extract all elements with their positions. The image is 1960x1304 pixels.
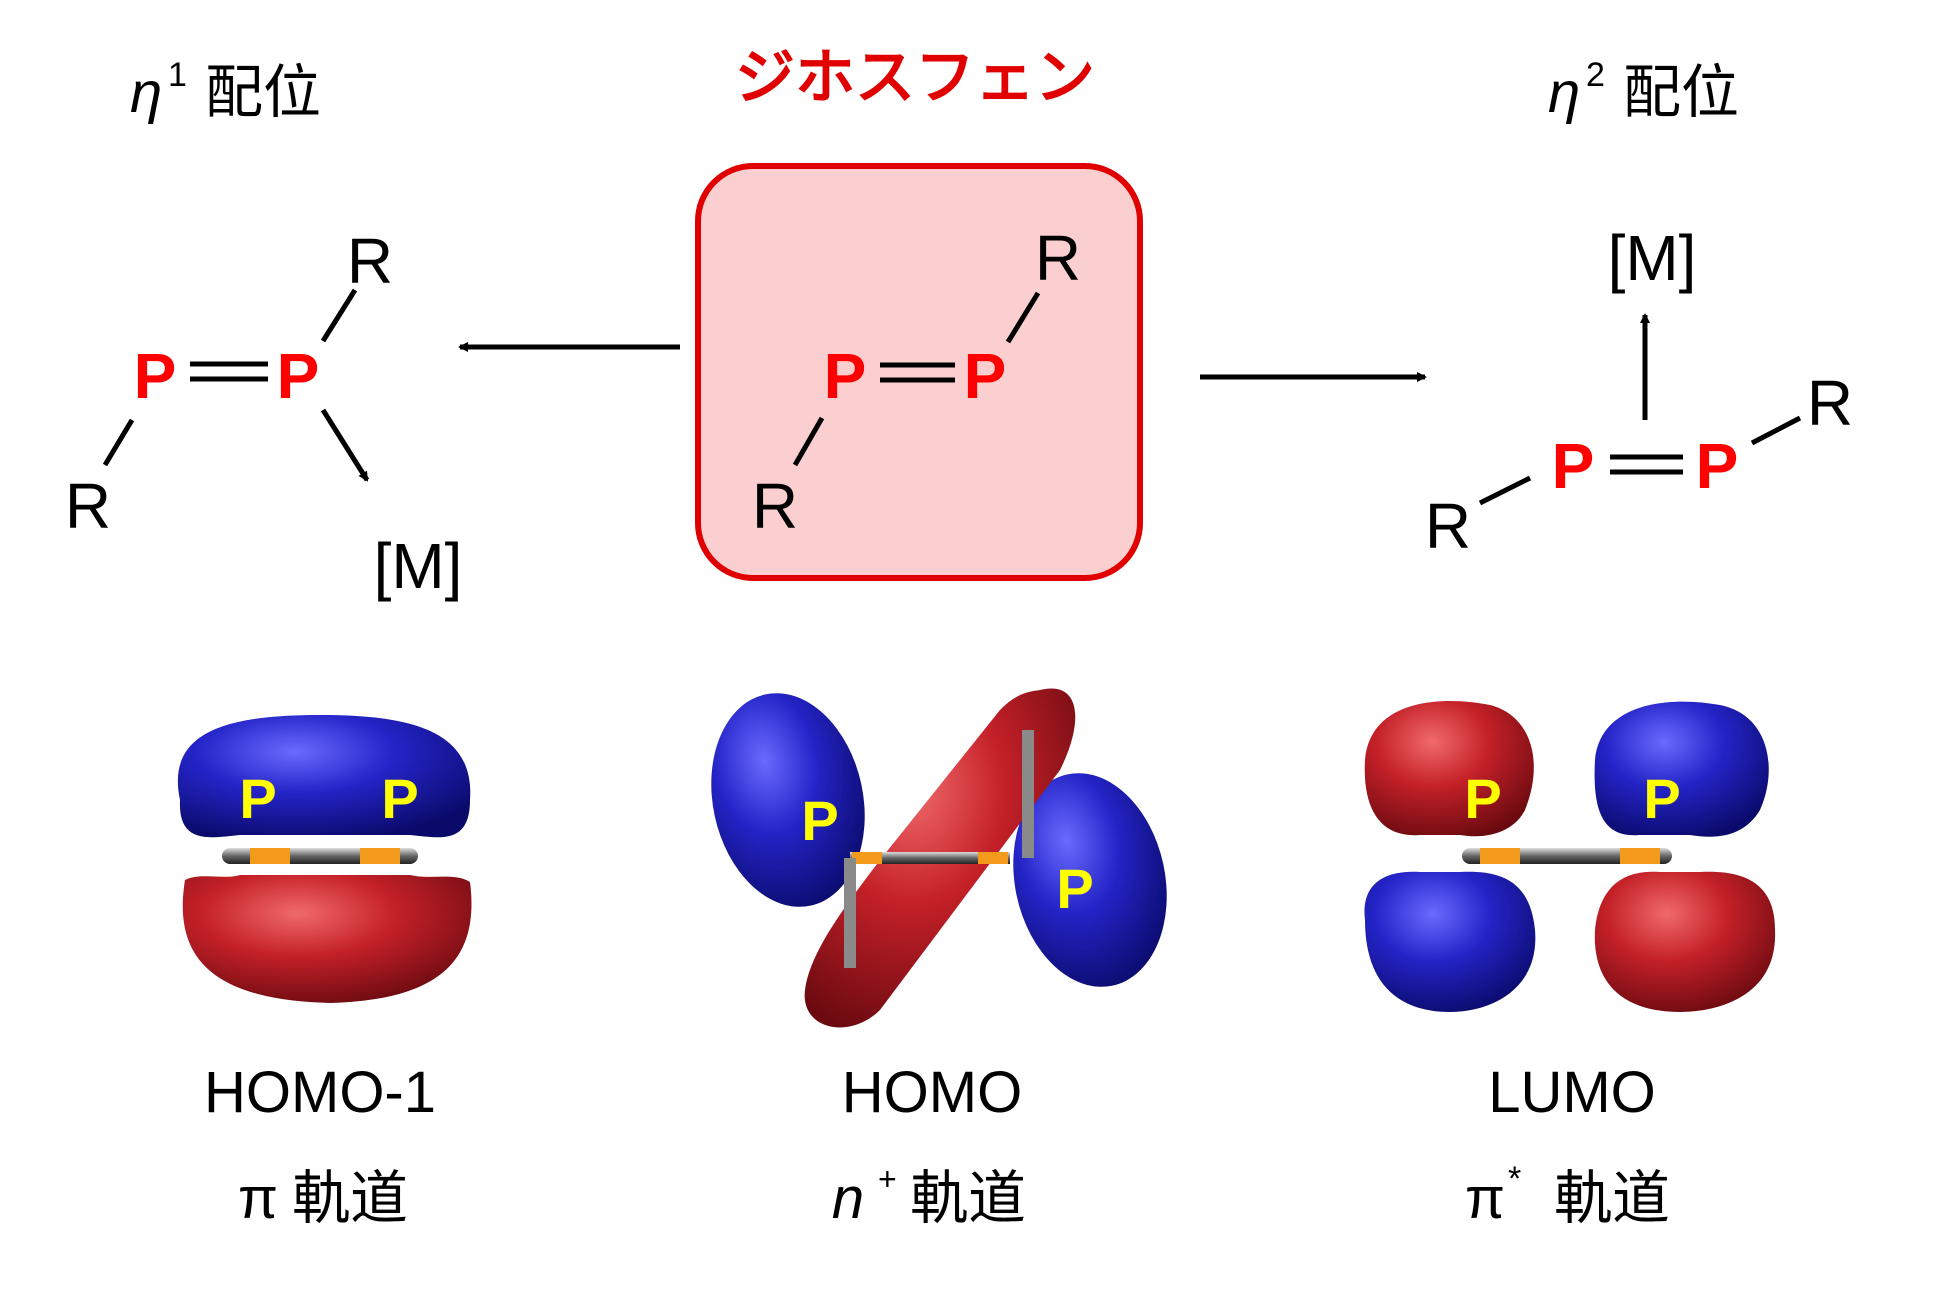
p-atom-right-1: P	[1552, 430, 1595, 502]
orbital-sup-plus: +	[878, 1161, 897, 1197]
homo-p-label-2: P	[1056, 857, 1093, 920]
orbital-name-homo: HOMO	[842, 1060, 1022, 1125]
orbital-type-homo: n + 軌道	[832, 1161, 1026, 1231]
eta1-superscript: 1	[168, 56, 187, 94]
orbital-p-label-1: P	[239, 767, 276, 830]
bond-p-r-bottom	[102, 418, 135, 467]
orbital-homo: P P HOMO n + 軌道	[711, 688, 1167, 1231]
n-lobe-right	[1013, 773, 1167, 987]
r-top-left: R	[347, 225, 393, 297]
p-atom-center-2: P	[964, 340, 1007, 412]
r-bottom-left: R	[65, 470, 111, 542]
orbital-name-homo-1: HOMO-1	[204, 1060, 436, 1125]
eta1-symbol: η	[130, 60, 162, 125]
eta2-superscript: 2	[1586, 56, 1605, 94]
pi-lobe-top	[177, 715, 471, 838]
r-bottom-center: R	[752, 470, 798, 542]
homo-pp-rod	[850, 852, 1010, 864]
r-top-center: R	[1035, 222, 1081, 294]
orbital-type-lumo: π * 軌道	[1465, 1160, 1670, 1231]
highlight-box	[695, 163, 1143, 581]
orbital-word-lumo: 軌道	[1554, 1166, 1670, 1231]
homo-p-label-1: P	[801, 789, 838, 852]
orbital-symbol-pi: π	[238, 1166, 278, 1231]
header-eta1: η 1 配位	[130, 56, 321, 125]
rod-p-segment-1	[250, 848, 290, 864]
diphosphene-box: R P P R	[695, 163, 1143, 581]
eta1-structure: R P P R [M]	[65, 225, 463, 602]
pi-lobe-bottom	[182, 875, 472, 1003]
metal-right: [M]	[1608, 222, 1697, 294]
bond-center-p-r-top	[1005, 291, 1041, 344]
n-lobe-left	[711, 693, 865, 907]
orbital-name-lumo: LUMO	[1488, 1060, 1656, 1125]
metal-left: [M]	[374, 530, 463, 602]
orbital-p-label-2: P	[381, 767, 418, 830]
bond-p-r-top	[320, 288, 358, 343]
bond-center-p-r-bottom	[792, 416, 825, 467]
orbital-homo-minus-1: P P HOMO-1 π 軌道	[177, 715, 472, 1231]
homo-rod-r-right	[1022, 730, 1034, 858]
arrow-p-to-metal	[320, 408, 370, 482]
orbital-word-homo-1: 軌道	[292, 1166, 408, 1231]
p-atom-left-2: P	[277, 340, 320, 412]
lumo-lobe-bottom-left	[1364, 871, 1536, 1012]
r-top-right: R	[1807, 367, 1853, 439]
orbital-word-homo: 軌道	[910, 1166, 1026, 1231]
lumo-lobe-top-right	[1594, 701, 1769, 837]
lumo-p-label-2: P	[1643, 767, 1680, 830]
p-atom-right-2: P	[1696, 430, 1739, 502]
orbital-lumo: P P LUMO π * 軌道	[1364, 700, 1776, 1231]
bond-right-p-r-top	[1750, 415, 1802, 446]
eta1-label: 配位	[205, 60, 321, 125]
eta2-symbol: η	[1548, 60, 1580, 125]
orbital-sup-star: *	[1508, 1160, 1521, 1198]
homo-rod-p-2	[978, 852, 1008, 864]
r-bottom-right: R	[1425, 490, 1471, 562]
homo-rod-r-left	[844, 858, 856, 968]
orbital-symbol-pi-star: π	[1465, 1166, 1505, 1231]
homo-rod-p-1	[852, 852, 882, 864]
lumo-rod-p-2	[1620, 848, 1660, 864]
lumo-p-label-1: P	[1464, 767, 1501, 830]
eta2-label: 配位	[1623, 60, 1739, 125]
lumo-lobe-top-left	[1364, 700, 1534, 837]
p-atom-center-1: P	[824, 340, 867, 412]
header-eta2: η 2 配位	[1548, 56, 1739, 125]
p-atom-left-1: P	[134, 340, 177, 412]
bond-right-p-r-bottom	[1478, 475, 1532, 506]
orbital-type-homo-1: π 軌道	[238, 1166, 408, 1231]
eta2-structure: [M] R P P R	[1425, 222, 1853, 562]
orbital-symbol-n: n	[832, 1166, 864, 1231]
lumo-lobe-bottom-right	[1594, 871, 1776, 1012]
center-title: ジホスフェン	[735, 44, 1095, 111]
rod-p-segment-2	[360, 848, 400, 864]
lumo-rod-p-1	[1480, 848, 1520, 864]
